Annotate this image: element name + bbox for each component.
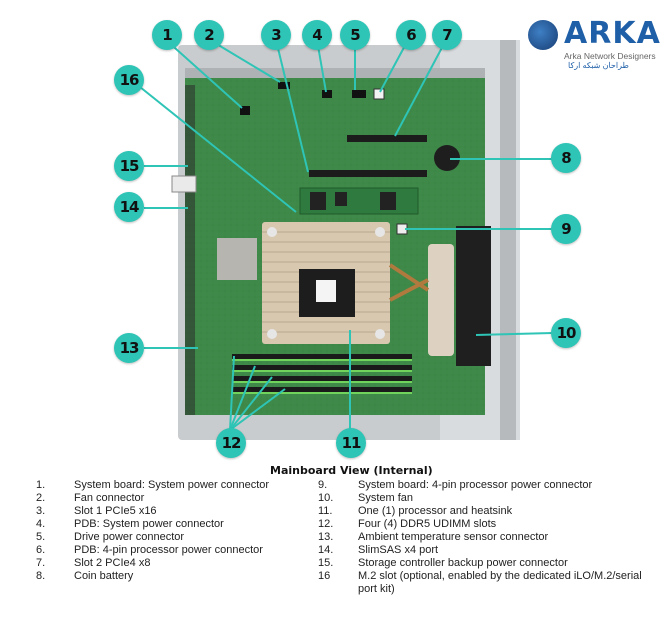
leader-lines [139, 39, 554, 431]
left-io-strip [185, 85, 195, 415]
arka-logo: ARKA Arka Network Designers طراحان شبکه … [528, 16, 663, 73]
globe-icon [528, 20, 558, 50]
callout-3: 3 [261, 20, 291, 50]
callout-7: 7 [432, 20, 462, 50]
callout-11: 11 [336, 428, 366, 458]
vrm-heatsink [217, 238, 257, 280]
legend-title: Mainboard View (Internal) [270, 464, 433, 477]
callout-4: 4 [302, 20, 332, 50]
pcie-slot-1 [309, 170, 427, 177]
callout-12: 12 [216, 428, 246, 458]
top-rail [185, 68, 485, 78]
connector-1 [240, 106, 250, 115]
connector-5 [352, 90, 366, 98]
callout-1: 1 [152, 20, 182, 50]
system-fan [456, 226, 491, 366]
callout-15: 15 [114, 151, 144, 181]
logo-brand: ARKA [564, 16, 661, 51]
callout-16: 16 [114, 65, 144, 95]
callout-8: 8 [551, 143, 581, 173]
mainboard-diagram: 1 2 3 4 5 6 7 8 9 10 11 12 13 14 15 16 A… [114, 16, 663, 458]
chassis-side-bracket [500, 40, 516, 440]
usb-port [171, 175, 197, 193]
callout-2: 2 [194, 20, 224, 50]
coin-battery [434, 145, 460, 171]
connector-4 [322, 90, 332, 98]
callout-10: 10 [551, 318, 581, 348]
logo-tagline-fa: طراحان شبکه ارکا [568, 61, 629, 70]
callout-9: 9 [551, 214, 581, 244]
dimm-slots [232, 354, 412, 394]
connector-6 [373, 88, 385, 100]
mainboard-illustration [139, 39, 554, 440]
callout-13: 13 [114, 333, 144, 363]
callout-6: 6 [396, 20, 426, 50]
callout-14: 14 [114, 192, 144, 222]
callout-5: 5 [340, 20, 370, 50]
logo-tagline: Arka Network Designers [564, 51, 656, 61]
heatpipe-block [428, 244, 454, 356]
connector-2 [278, 82, 290, 89]
pcie-slot-2 [347, 135, 427, 142]
